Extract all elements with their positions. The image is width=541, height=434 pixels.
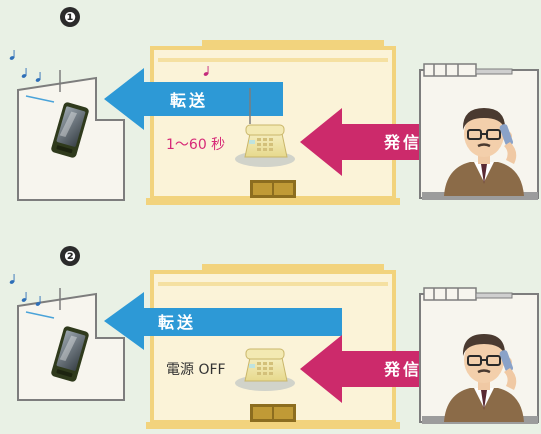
call-arrow [300, 335, 452, 403]
step-number-1: ❶ [64, 10, 76, 26]
call-label: 発信 [383, 360, 422, 379]
call-arrow [300, 108, 452, 176]
forward-arrow [104, 68, 283, 130]
scenario-1: ❶ 転送 1～60 秒 発信 [9, 7, 539, 207]
scenario-2: ❷ 転送 電源 OFF 発信 [9, 246, 539, 431]
forward-label: 転送 [170, 91, 208, 110]
music-note-icon [9, 50, 41, 83]
phone-status-off: 電源 OFF [166, 362, 226, 378]
step-number-badge [60, 7, 80, 27]
office-building [144, 262, 402, 431]
step-number-2: ❷ [64, 249, 76, 265]
step-number-badge [60, 246, 80, 266]
forward-label: 転送 [158, 313, 196, 332]
call-label: 発信 [383, 133, 422, 152]
phone-status-timer: 1～60 秒 [166, 137, 225, 153]
forward-arrow [104, 292, 342, 350]
office-building [144, 38, 402, 207]
music-note-icon [9, 274, 41, 307]
